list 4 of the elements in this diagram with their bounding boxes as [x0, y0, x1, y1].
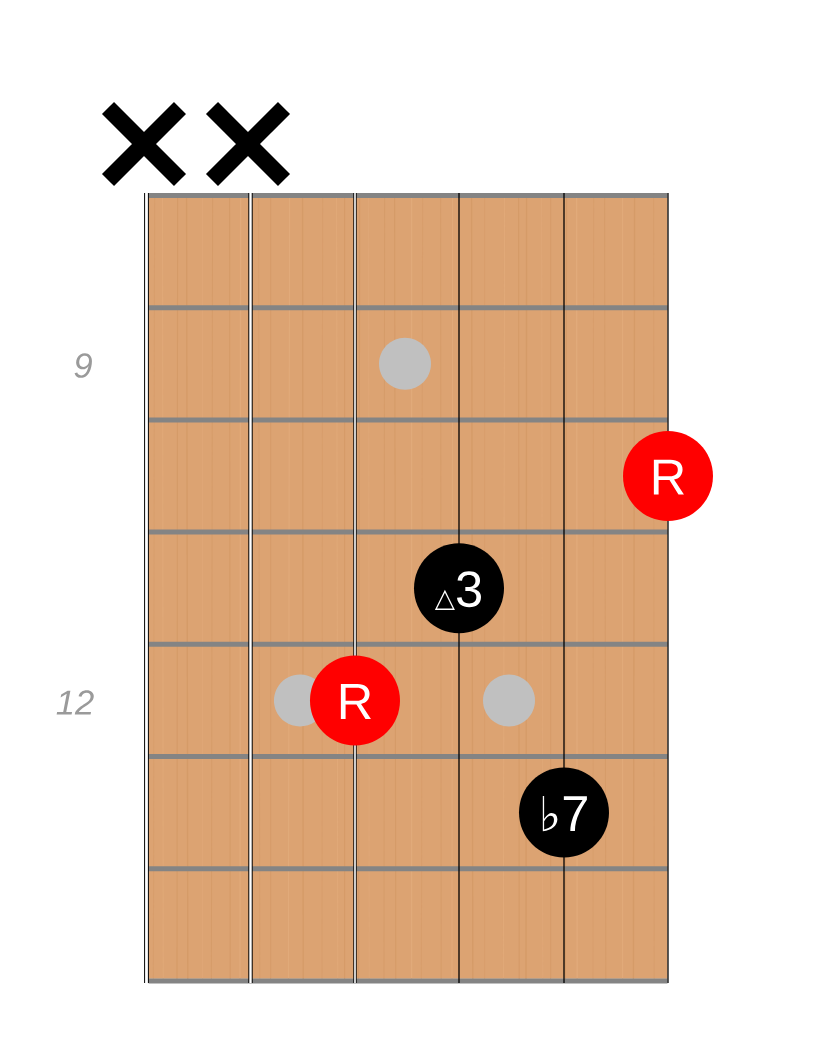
fret-number: 12 — [56, 690, 94, 715]
fret-inlay-dot — [379, 337, 431, 390]
fret-number: 9 — [74, 353, 92, 378]
fret-inlay-dot — [483, 674, 535, 727]
